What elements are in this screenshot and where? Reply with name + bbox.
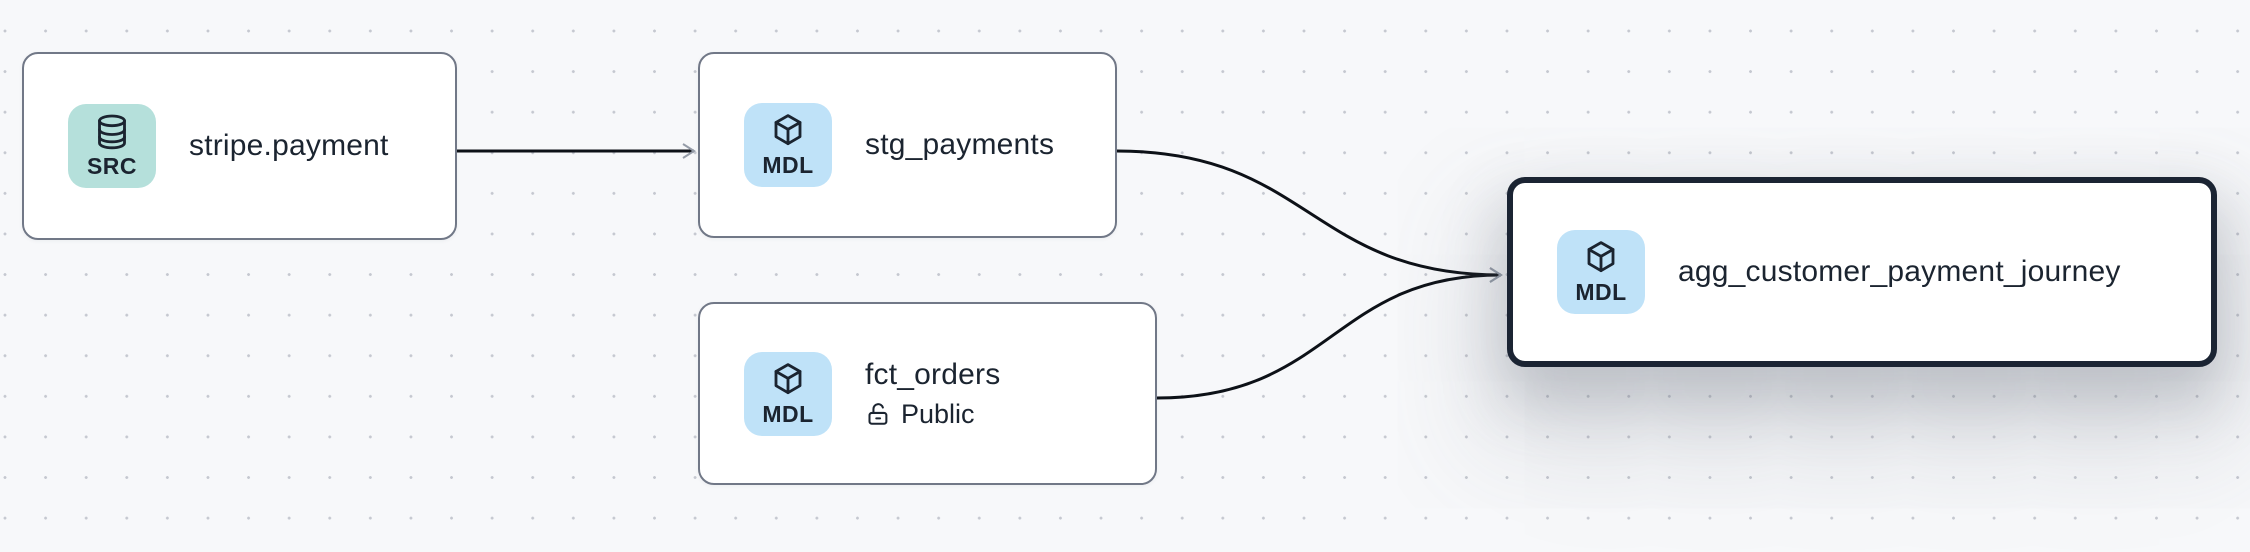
database-icon [98, 114, 126, 150]
badge-label: MDL [762, 400, 814, 427]
access-row: Public [865, 399, 1000, 430]
node-label: agg_customer_payment_journey [1678, 255, 2121, 288]
node-label: fct_orders [865, 357, 1001, 391]
node-fct-orders[interactable]: MDL fct_orders Public [698, 302, 1157, 485]
node-stg-payments[interactable]: MDL stg_payments [698, 52, 1117, 238]
cube-icon [1587, 241, 1615, 273]
cube-icon [774, 114, 802, 146]
edge-fct-orders-to-agg-customer-payment-journey[interactable] [1156, 267, 1503, 400]
node-agg-customer-payment-journey[interactable]: MDL agg_customer_payment_journey [1507, 177, 2217, 367]
node-label: stg_payments [865, 128, 1055, 161]
badge-label: SRC [86, 153, 138, 179]
model-type-badge: MDL [1557, 230, 1645, 314]
model-type-badge: MDL [744, 103, 832, 187]
unlock-icon [868, 402, 888, 425]
source-type-badge: SRC [68, 104, 156, 188]
cube-icon [774, 362, 802, 394]
node-label: stripe.payment [189, 129, 389, 162]
badge-label: MDL [762, 152, 814, 178]
model-type-badge: MDL [744, 351, 832, 436]
access-label: Public [901, 398, 975, 429]
node-stripe-payment[interactable]: SRC stripe.payment [22, 52, 457, 240]
edge-stg-payments-to-agg-customer-payment-journey[interactable] [1116, 149, 1503, 283]
badge-label: MDL [1575, 279, 1627, 305]
